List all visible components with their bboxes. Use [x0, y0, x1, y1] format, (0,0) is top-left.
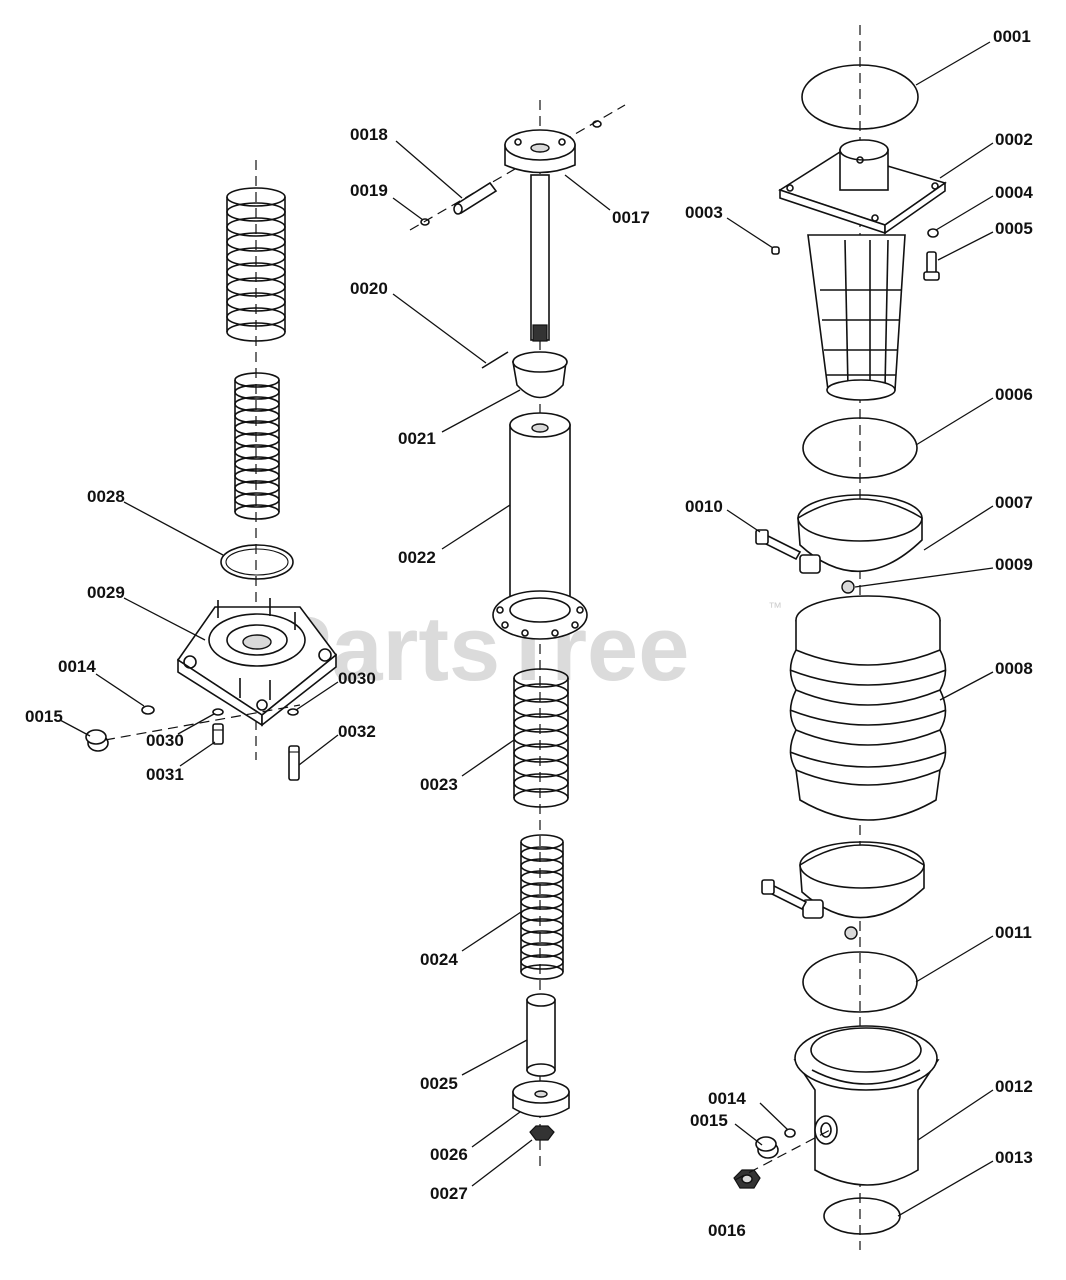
plug-0015-left — [85, 729, 109, 752]
cage-housing — [807, 234, 906, 401]
callout-0008: 0008 — [995, 659, 1033, 678]
spring-0023 — [513, 668, 569, 808]
callout-0013: 0013 — [995, 1148, 1033, 1167]
lower-spring-left — [234, 372, 280, 520]
bolt-0010 — [755, 529, 802, 561]
base-housing-0029 — [176, 598, 338, 727]
callout-0021: 0021 — [398, 429, 436, 448]
clip-0019 — [420, 218, 430, 226]
watermark: PartsTree — [270, 598, 689, 700]
pin-0018 — [453, 181, 498, 215]
callout-0018: 0018 — [350, 125, 388, 144]
washer-0014-right — [784, 1128, 796, 1138]
o-ring-0006 — [802, 417, 918, 479]
callout-labels: 0001 0002 0003 0004 0005 0006 0007 0008 … — [25, 27, 1033, 1240]
screw-0032 — [288, 745, 300, 781]
spring-0024 — [520, 834, 564, 980]
callout-0012: 0012 — [995, 1077, 1033, 1096]
callout-0007: 0007 — [995, 493, 1033, 512]
callout-0023: 0023 — [420, 775, 458, 794]
callout-0031: 0031 — [146, 765, 184, 784]
callout-0002: 0002 — [995, 130, 1033, 149]
callout-0015-right: 0015 — [690, 1111, 728, 1130]
clamp-0007 — [797, 494, 923, 574]
plug-0015-right — [755, 1136, 779, 1159]
pin-0003 — [771, 246, 780, 255]
callout-0006: 0006 — [995, 385, 1033, 404]
callout-0009: 0009 — [995, 555, 1033, 574]
tube-0022 — [492, 412, 588, 640]
washer-0004 — [927, 228, 939, 238]
clip-0019-right — [592, 120, 602, 128]
o-ring-0013 — [823, 1197, 901, 1235]
washer-0014-left — [141, 705, 155, 715]
guide-rod-0017 — [504, 129, 576, 342]
callout-0010: 0010 — [685, 497, 723, 516]
callout-0014-left: 0014 — [58, 657, 96, 676]
washer-0030-left — [212, 708, 224, 716]
o-ring-0028 — [220, 544, 294, 580]
callout-0003: 0003 — [685, 203, 723, 222]
bellows-0008 — [789, 595, 947, 821]
callout-0025: 0025 — [420, 1074, 458, 1093]
callout-0028: 0028 — [87, 487, 125, 506]
plug-0016 — [733, 1169, 761, 1189]
watermark-trademark: ™ — [768, 599, 782, 615]
lower-clamp — [761, 841, 925, 940]
callout-0029: 0029 — [87, 583, 125, 602]
o-ring-0001 — [801, 64, 919, 130]
left-assembly — [85, 160, 338, 781]
callout-0026: 0026 — [430, 1145, 468, 1164]
leader-lines — [59, 41, 994, 1217]
screw-0031 — [212, 723, 224, 745]
callout-0011: 0011 — [995, 923, 1032, 942]
bolt-0005 — [923, 251, 940, 281]
callout-0030-left: 0030 — [146, 731, 184, 750]
callout-0001: 0001 — [993, 27, 1031, 46]
callout-0005: 0005 — [995, 219, 1033, 238]
washer-0030-right — [287, 708, 299, 716]
callout-0030-right: 0030 — [338, 669, 376, 688]
callout-0019: 0019 — [350, 181, 388, 200]
top-flange-0002 — [778, 139, 947, 235]
disc-0026 — [512, 1080, 570, 1118]
callout-0017: 0017 — [612, 208, 650, 227]
callout-0020: 0020 — [350, 279, 388, 298]
callout-0014-right: 0014 — [708, 1089, 746, 1108]
callout-0016: 0016 — [708, 1221, 746, 1240]
callout-0022: 0022 — [398, 548, 436, 567]
nut-0009 — [841, 580, 855, 594]
callout-0004: 0004 — [995, 183, 1033, 202]
right-assembly — [733, 25, 947, 1250]
cotter-pin-0020 — [481, 351, 509, 369]
nut-0027 — [529, 1125, 555, 1141]
center-assembly — [409, 100, 626, 1170]
lower-housing-0012 — [793, 1025, 940, 1186]
callout-0015-left: 0015 — [25, 707, 63, 726]
callout-0032: 0032 — [338, 722, 376, 741]
callout-0027: 0027 — [430, 1184, 468, 1203]
cup-0021 — [512, 351, 568, 399]
sleeve-0025 — [526, 993, 556, 1077]
callout-0024: 0024 — [420, 950, 458, 969]
upper-spring-left — [226, 187, 286, 342]
